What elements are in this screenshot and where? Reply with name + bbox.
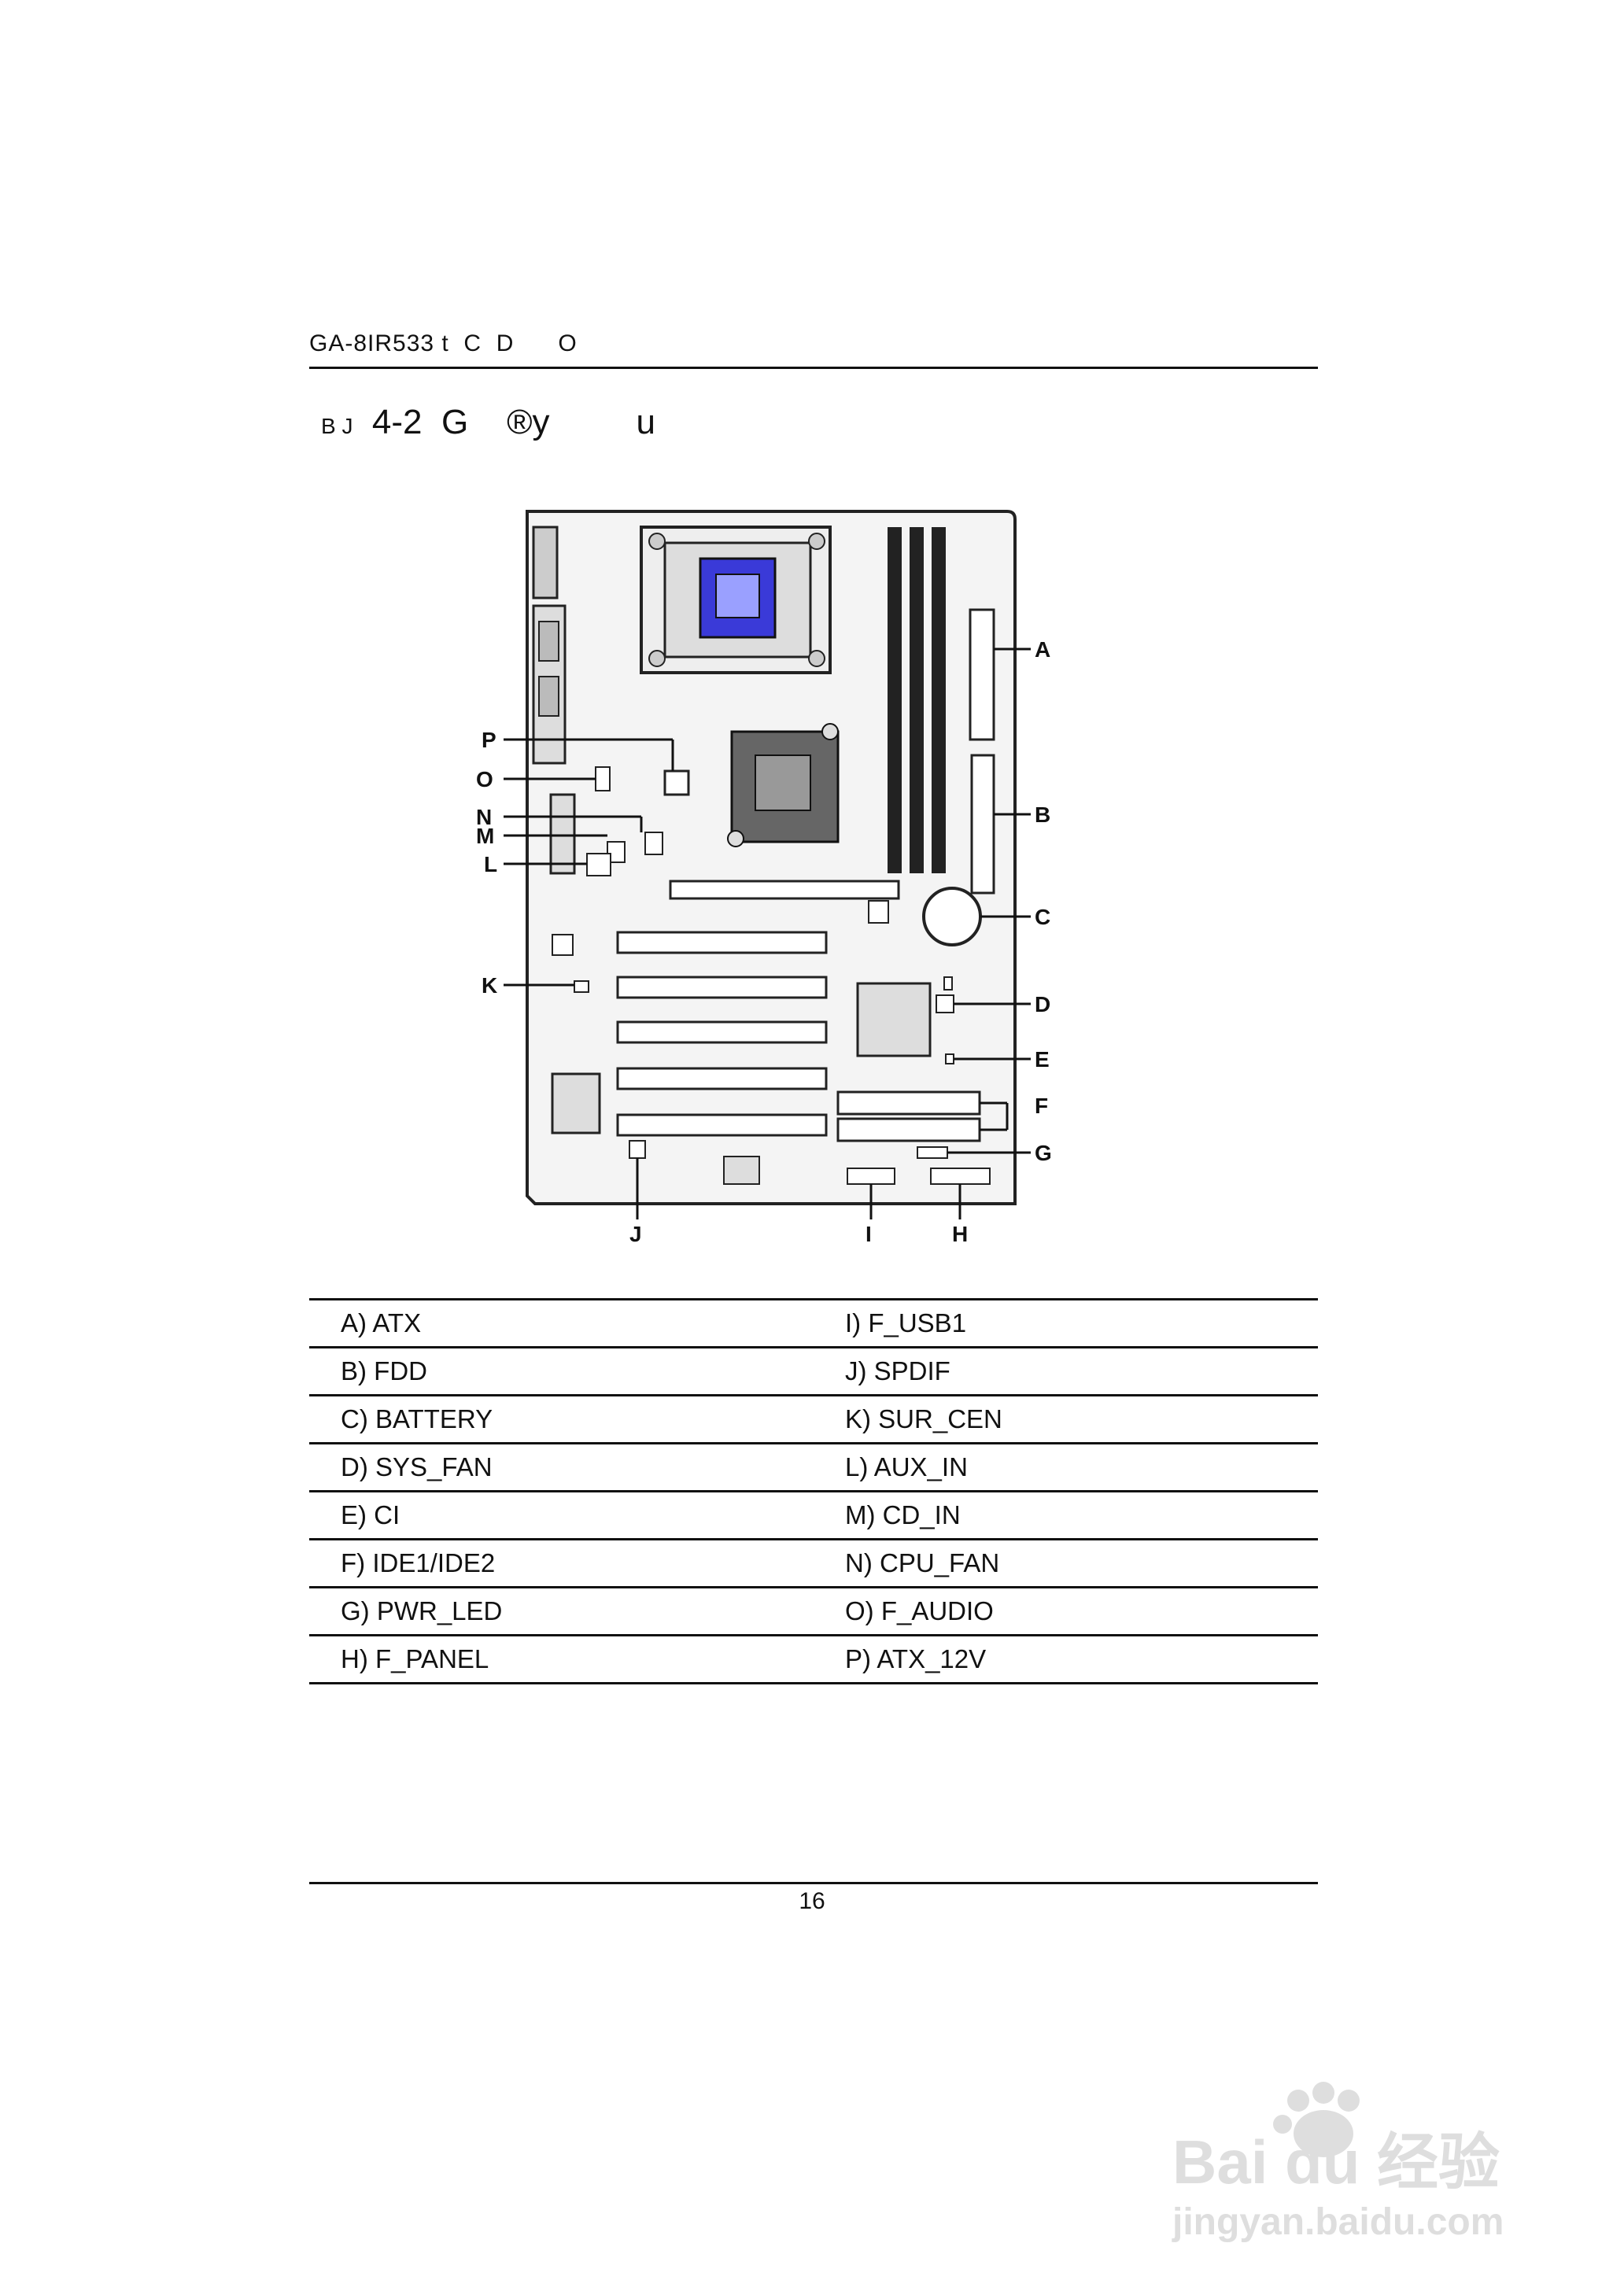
board-label-i: I (866, 1222, 872, 1246)
watermark-url: jingyan.baidu.com (1172, 2201, 1504, 2243)
legend-row: A) ATX I) F_USB1 (309, 1300, 1318, 1348)
legend-left: A) ATX (341, 1308, 422, 1337)
board-label-j: J (629, 1222, 642, 1246)
legend-row: B) FDD J) SPDIF (309, 1348, 1318, 1396)
motherboard-diagram: A B C D E F G H I J K L M N O P (464, 496, 1094, 1259)
board-label-f: F (1035, 1094, 1048, 1118)
board-label-h: H (952, 1222, 968, 1246)
header-divider (309, 367, 1318, 369)
legend-left: B) FDD (341, 1356, 427, 1385)
board-label-n: N (476, 805, 492, 829)
legend-right: O) F_AUDIO (845, 1596, 994, 1625)
legend-right: J) SPDIF (845, 1356, 950, 1385)
legend-left: E) CI (341, 1500, 400, 1529)
board-label-p: P (482, 728, 496, 752)
document-header: GA-8IR533 t C D O (309, 330, 578, 357)
board-label-g: G (1035, 1141, 1052, 1165)
legend-right: M) CD_IN (845, 1500, 961, 1529)
board-label-l: L (484, 852, 497, 876)
watermark-brand: Bai du 经验 (1172, 2127, 1500, 2197)
legend-row: D) SYS_FAN L) AUX_IN (309, 1444, 1318, 1492)
legend-left: G) PWR_LED (341, 1596, 503, 1625)
legend-right: L) AUX_IN (845, 1452, 968, 1481)
board-label-a: A (1035, 637, 1050, 662)
board-label-d: D (1035, 992, 1050, 1016)
board-label-e: E (1035, 1047, 1050, 1072)
legend-right: K) SUR_CEN (845, 1404, 1002, 1433)
board-label-k: K (482, 973, 497, 998)
legend-left: C) BATTERY (341, 1404, 493, 1433)
board-label-c: C (1035, 905, 1050, 929)
legend-left: H) F_PANEL (341, 1644, 489, 1673)
figure-caption: B J 4-2 G ®y u (321, 403, 655, 442)
footer-divider (309, 1882, 1318, 1884)
baidu-watermark: Bai du 经验 jingyan.baidu.com (1157, 2077, 1566, 2250)
legend-row: F) IDE1/IDE2 N) CPU_FAN (309, 1540, 1318, 1588)
header-model: GA-8IR533 (309, 330, 435, 356)
legend-left: F) IDE1/IDE2 (341, 1548, 496, 1577)
board-label-m: M (476, 824, 494, 848)
legend-right: I) F_USB1 (845, 1308, 967, 1337)
paw-logo-icon (1273, 2082, 1360, 2157)
legend-row: E) CI M) CD_IN (309, 1492, 1318, 1540)
legend-right: P) ATX_12V (845, 1644, 987, 1673)
legend-row: C) BATTERY K) SUR_CEN (309, 1396, 1318, 1444)
connector-legend-table: A) ATX I) F_USB1 B) FDD J) SPDIF C) BATT… (309, 1298, 1318, 1684)
legend-row: H) F_PANEL P) ATX_12V (309, 1636, 1318, 1684)
caption-text: 4-2 G ®y u (371, 403, 655, 441)
board-label-b: B (1035, 802, 1050, 827)
legend-right: N) CPU_FAN (845, 1548, 1000, 1577)
header-letters: t C D O (441, 330, 578, 356)
board-label-o: O (476, 767, 493, 791)
legend-left: D) SYS_FAN (341, 1452, 493, 1481)
legend-row: G) PWR_LED O) F_AUDIO (309, 1588, 1318, 1636)
page-number: 16 (799, 1888, 825, 1914)
caption-prefix: B J (321, 414, 353, 438)
